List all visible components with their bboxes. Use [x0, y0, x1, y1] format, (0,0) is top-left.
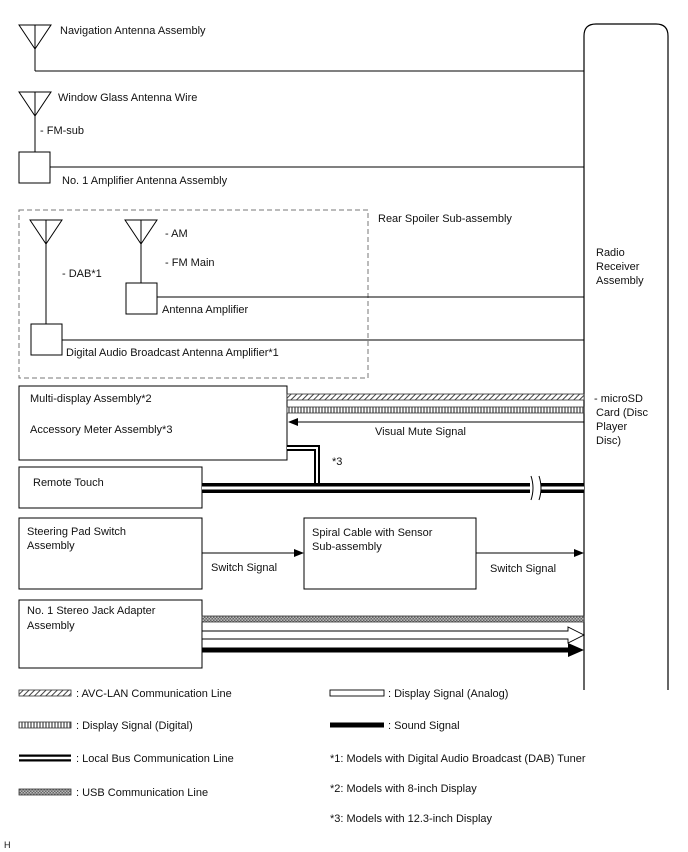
steering-pad-label-line1: Steering Pad Switch [27, 526, 126, 538]
remote-touch-label: Remote Touch [33, 477, 104, 489]
legend-usb-swatch [18, 788, 72, 796]
navigation-antenna-icon [18, 24, 52, 50]
legend-display-digital-swatch [18, 721, 72, 729]
am-fm-antenna-icon [124, 219, 158, 245]
antenna-amplifier-label: Antenna Amplifier [162, 304, 249, 316]
dab-amplifier-label: Digital Audio Broadcast Antenna Amplifie… [66, 347, 279, 359]
navigation-antenna-label: Navigation Antenna Assembly [60, 25, 206, 37]
radio-label-line1: Radio [596, 247, 625, 259]
am-label: - AM [165, 228, 188, 240]
multi-display-box [18, 385, 288, 461]
steering-pad-label-line2: Assembly [27, 540, 75, 552]
note-2: *2: Models with 8-inch Display [330, 783, 477, 795]
microsd-label-line1: - microSD [594, 393, 643, 405]
fm-main-label: - FM Main [165, 257, 215, 269]
digital-display-line [286, 406, 585, 414]
visual-mute-arrow [288, 418, 298, 426]
legend-display-analog-swatch [329, 689, 385, 697]
usb-line [201, 615, 585, 623]
radio-receiver-assembly [583, 23, 669, 690]
sound-signal-arrow [568, 643, 584, 657]
visual-mute-label: Visual Mute Signal [375, 426, 466, 438]
legend-avc-lan-label: : AVC-LAN Communication Line [76, 688, 232, 700]
multi-display-label: Multi-display Assembly*2 [30, 393, 152, 405]
fm-sub-label: - FM-sub [40, 125, 84, 137]
legend-sound-label: : Sound Signal [388, 720, 460, 732]
legend-display-analog-label: : Display Signal (Analog) [388, 688, 508, 700]
window-glass-antenna-label: Window Glass Antenna Wire [58, 92, 197, 104]
legend-local-bus-label: : Local Bus Communication Line [76, 753, 234, 765]
switch-signal-arrow-2 [574, 549, 584, 557]
dab-antenna-icon [29, 219, 63, 245]
rear-spoiler-label: Rear Spoiler Sub-assembly [378, 213, 512, 225]
antenna-amplifier-box [125, 282, 158, 315]
note-3: *3: Models with 12.3-inch Display [330, 813, 493, 825]
line-break-mark [530, 475, 542, 501]
display-analog-line [201, 626, 586, 644]
accessory-meter-label: Accessory Meter Assembly*3 [30, 424, 172, 436]
legend-display-digital-label: : Display Signal (Digital) [76, 720, 193, 732]
no1-amplifier-label: No. 1 Amplifier Antenna Assembly [62, 175, 228, 187]
microsd-label-line3: Player [596, 421, 628, 433]
legend: : AVC-LAN Communication Line : Display S… [18, 688, 508, 799]
no1-amplifier-box [18, 151, 51, 184]
switch-signal-label-2: Switch Signal [490, 563, 556, 575]
dab-amplifier-box [30, 323, 63, 356]
microsd-label-line2: Card (Disc [596, 407, 648, 419]
stereo-jack-label-line2: Assembly [27, 620, 75, 632]
switch-signal-arrow-1 [294, 549, 304, 557]
legend-usb-label: : USB Communication Line [76, 787, 208, 799]
dab-label: - DAB*1 [62, 268, 102, 280]
window-glass-antenna-icon [18, 91, 52, 117]
rear-spoiler-group [18, 209, 369, 379]
steering-pad-box [18, 517, 203, 590]
microsd-label-line4: Disc) [596, 435, 621, 447]
note-1: *1: Models with Digital Audio Broadcast … [330, 753, 586, 765]
switch-signal-label-1: Switch Signal [211, 562, 277, 574]
radio-label-line2: Receiver [596, 261, 640, 273]
remote-touch-box [18, 466, 203, 509]
corner-mark: H [4, 840, 11, 850]
spiral-cable-label-line2: Sub-assembly [312, 541, 382, 553]
avc-lan-line-display [286, 393, 585, 401]
spiral-cable-label-line1: Spiral Cable with Sensor [312, 527, 433, 539]
star3-label: *3 [332, 456, 342, 468]
spiral-cable-box [303, 517, 477, 590]
legend-avc-lan-swatch [18, 689, 72, 697]
radio-label-line3: Assembly [596, 275, 644, 287]
stereo-jack-label-line1: No. 1 Stereo Jack Adapter [27, 605, 156, 617]
